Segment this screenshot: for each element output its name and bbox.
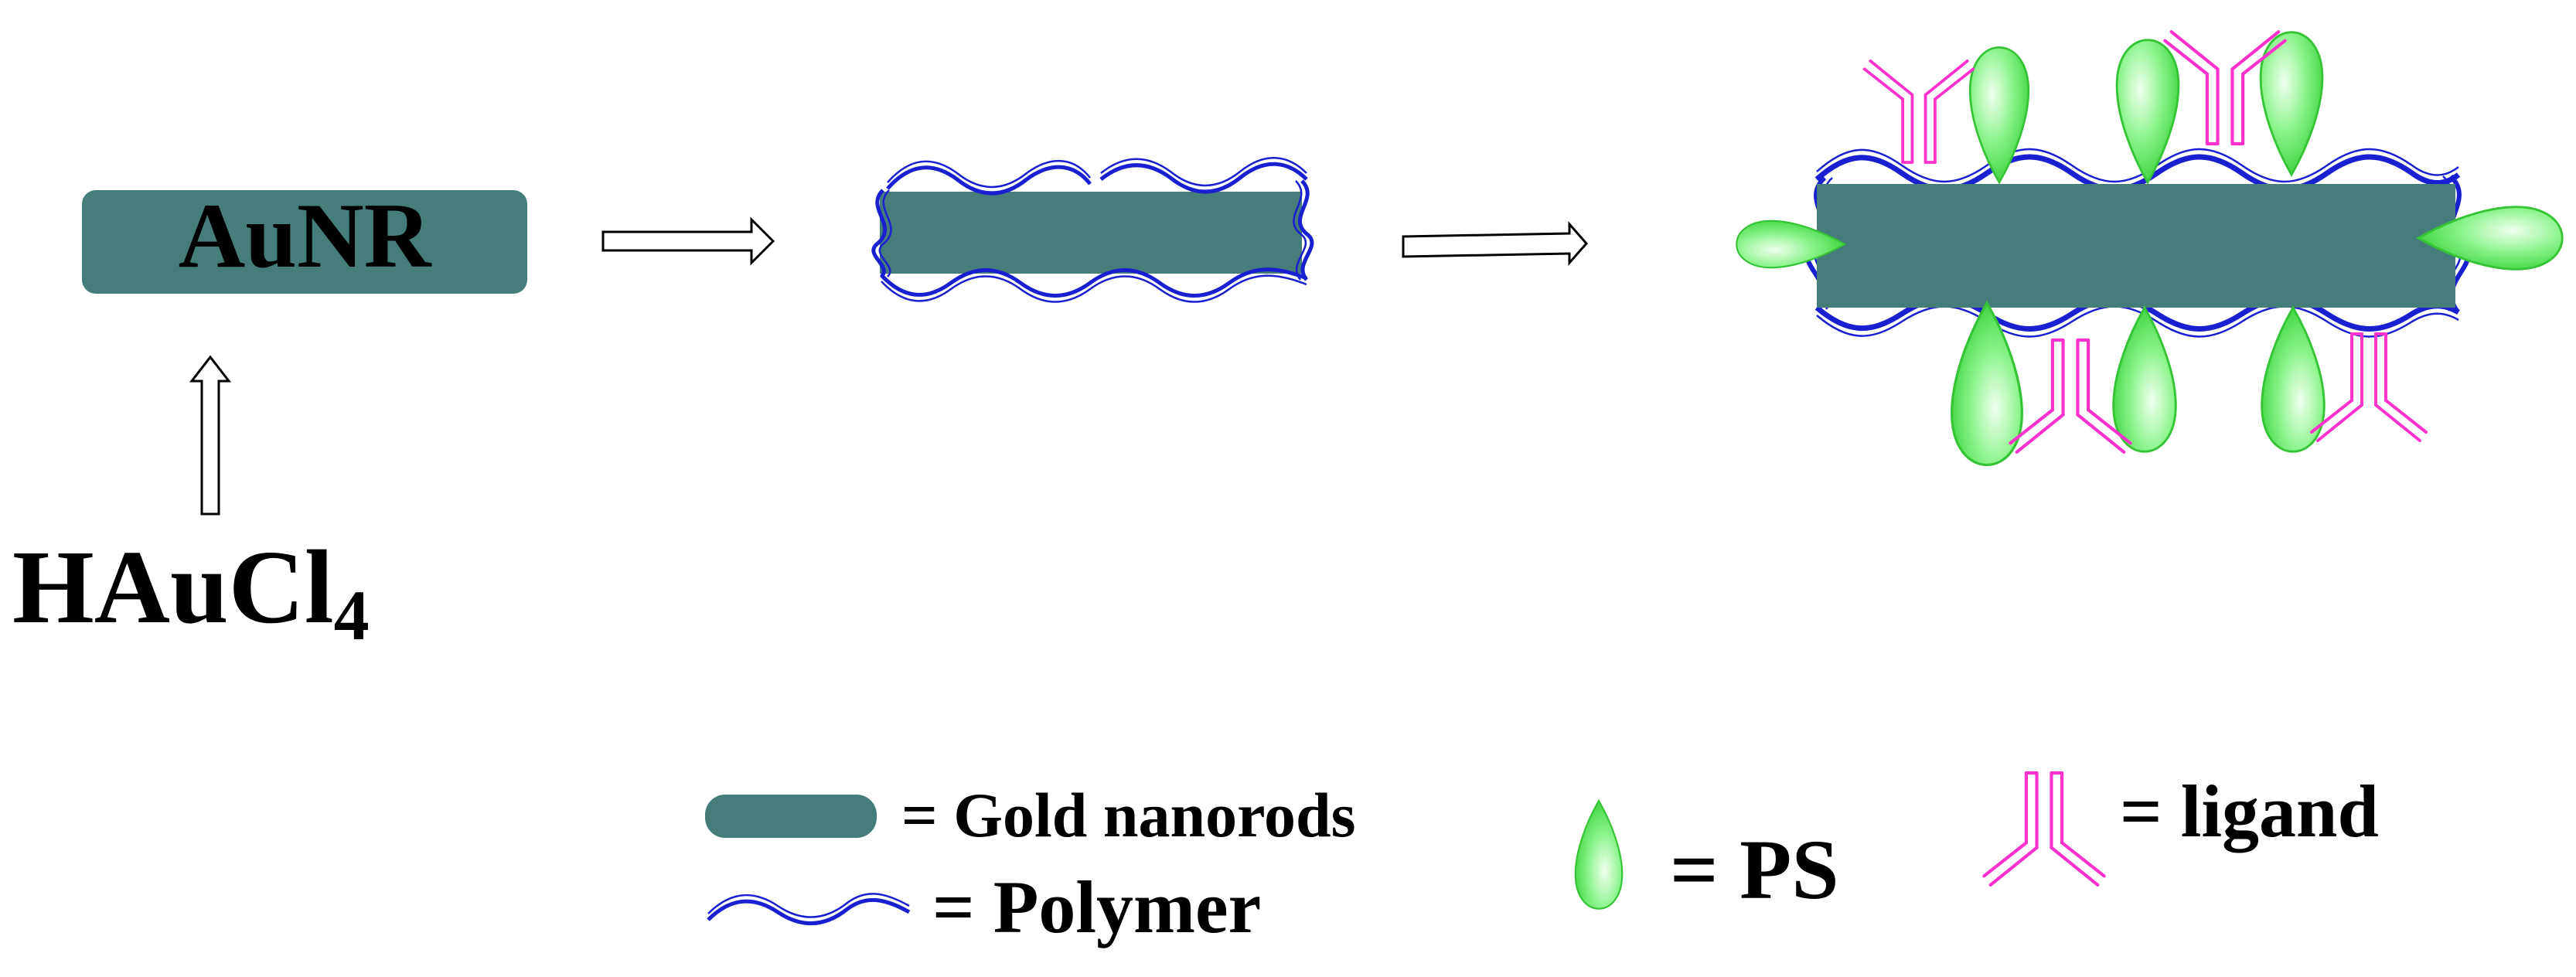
- legend-gold-label: = Gold nanorods: [901, 780, 1356, 850]
- precursor-label: HAuCl4: [12, 529, 370, 655]
- precursor-subscript: 4: [334, 576, 370, 655]
- precursor-main: HAuCl: [12, 529, 334, 645]
- legend-ps-icon: [1574, 799, 1624, 910]
- legend-polymer-swatch: [707, 893, 911, 925]
- ps-drop: [1968, 46, 2030, 184]
- ligand: [1862, 59, 1975, 164]
- legend-gold-swatch: [705, 795, 877, 838]
- ps-drop: [2112, 306, 2177, 453]
- right-arrow-icon: [1402, 221, 1588, 266]
- functionalized-rod: [1736, 32, 2564, 467]
- legend-polymer-label: = Polymer: [932, 866, 1261, 948]
- right-arrow-icon: [601, 216, 775, 266]
- ligand: [2010, 340, 2130, 452]
- legend-ligand-icon: [1984, 773, 2104, 885]
- aunr-rod: [82, 190, 527, 294]
- ps-drop: [2115, 39, 2180, 184]
- up-arrow-icon: [189, 355, 232, 516]
- legend-ps-label: = PS: [1670, 822, 1839, 917]
- ligand: [2310, 332, 2428, 442]
- polymer-coated-rod: [871, 157, 1314, 303]
- legend: = Gold nanorods = Polymer = PS = ligand: [705, 770, 2379, 948]
- legend-ligand-label: = ligand: [2120, 770, 2379, 853]
- aunr-label: AuNR: [179, 184, 432, 287]
